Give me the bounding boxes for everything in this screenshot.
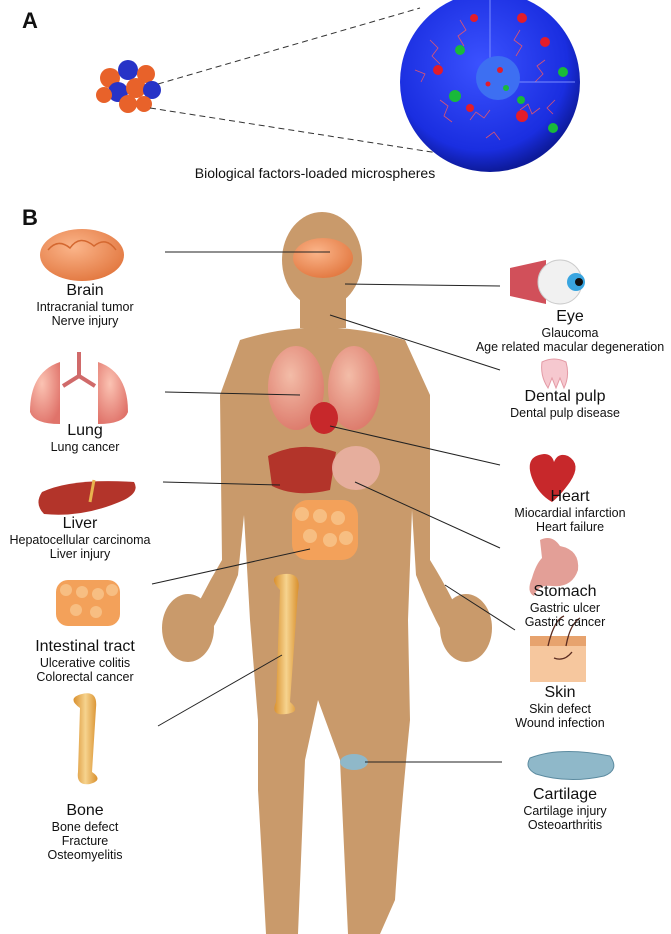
microsphere-caption: Biological factors-loaded microspheres bbox=[194, 165, 436, 181]
intestinal-disease-1: Ulcerative colitis bbox=[39, 656, 131, 670]
eye-icon bbox=[510, 259, 585, 305]
heart-disease-2: Heart failure bbox=[535, 520, 605, 534]
microsphere-large bbox=[400, 0, 580, 172]
lung-disease-1: Lung cancer bbox=[50, 440, 120, 454]
panel-a-label: A bbox=[22, 8, 38, 33]
eye-disease-2: Age related macular degeneration bbox=[475, 340, 665, 354]
body-intestine bbox=[292, 500, 358, 560]
stomach-disease-2: Gastric cancer bbox=[524, 615, 606, 629]
intestinal-name: Intestinal tract bbox=[35, 638, 135, 655]
liver-disease-1: Hepatocellular carcinoma bbox=[9, 533, 151, 547]
intestine-icon bbox=[56, 580, 120, 626]
panel-b-label: B bbox=[22, 205, 38, 230]
liver-name: Liver bbox=[62, 515, 98, 532]
bone-name: Bone bbox=[66, 802, 104, 819]
body-brain bbox=[293, 238, 353, 278]
microsphere-cluster bbox=[96, 60, 161, 113]
bone-disease-3: Osteomyelitis bbox=[47, 848, 123, 862]
body-lungs bbox=[268, 346, 380, 430]
body-femur bbox=[273, 573, 299, 715]
dental-disease-1: Dental pulp disease bbox=[510, 406, 620, 420]
eye-name: Eye bbox=[556, 308, 584, 325]
stomach-label: Stomach Gastric ulcer Gastric cancer bbox=[500, 583, 630, 629]
cartilage-disease-1: Cartilage injury bbox=[523, 804, 607, 818]
human-body bbox=[162, 212, 492, 934]
brain-icon bbox=[40, 229, 124, 281]
liver-disease-2: Liver injury bbox=[49, 547, 111, 561]
lung-name: Lung bbox=[67, 422, 103, 439]
body-heart bbox=[310, 402, 338, 434]
heart-name: Heart bbox=[550, 488, 590, 505]
tooth-icon bbox=[541, 358, 569, 390]
heart-icon bbox=[529, 454, 576, 502]
cartilage-icon bbox=[527, 751, 615, 781]
bone-icon bbox=[73, 693, 98, 785]
skin-disease-2: Wound infection bbox=[515, 716, 605, 730]
body-stomach bbox=[332, 446, 380, 490]
bone-disease-1: Bone defect bbox=[51, 820, 119, 834]
liver-label: Liver Hepatocellular carcinoma Liver inj… bbox=[0, 515, 160, 561]
heart-disease-1: Miocardial infarction bbox=[514, 506, 626, 520]
dental-name: Dental pulp bbox=[524, 388, 606, 405]
stomach-icon bbox=[529, 538, 579, 596]
bone-label: Bone Bone defect Fracture Osteomyelitis bbox=[10, 802, 160, 862]
skin-disease-1: Skin defect bbox=[529, 702, 591, 716]
eye-label: Eye Glaucoma Age related macular degener… bbox=[470, 308, 670, 354]
intestinal-label: Intestinal tract Ulcerative colitis Colo… bbox=[10, 638, 160, 684]
bone-disease-2: Fracture bbox=[61, 834, 109, 848]
stomach-disease-1: Gastric ulcer bbox=[529, 601, 601, 615]
heart-label: Heart Miocardial infarction Heart failur… bbox=[485, 488, 655, 534]
cartilage-disease-2: Osteoarthritis bbox=[527, 818, 603, 832]
cartilage-name: Cartilage bbox=[532, 786, 598, 803]
body-cartilage bbox=[340, 754, 368, 770]
connector-lines bbox=[151, 251, 516, 763]
cartilage-label: Cartilage Cartilage injury Osteoarthriti… bbox=[500, 786, 630, 832]
brain-disease-1: Intracranial tumor bbox=[36, 300, 134, 314]
body-liver bbox=[268, 446, 336, 494]
stomach-name: Stomach bbox=[533, 583, 597, 600]
lung-label: Lung Lung cancer bbox=[10, 422, 160, 454]
brain-label: Brain Intracranial tumor Nerve injury bbox=[10, 282, 160, 328]
eye-disease-1: Glaucoma bbox=[541, 326, 599, 340]
intestinal-disease-2: Colorectal cancer bbox=[36, 670, 134, 684]
dental-label: Dental pulp Dental pulp disease bbox=[490, 388, 640, 420]
liver-icon bbox=[38, 479, 136, 515]
lung-icon bbox=[30, 352, 128, 424]
skin-label: Skin Skin defect Wound infection bbox=[495, 684, 625, 730]
brain-name: Brain bbox=[66, 282, 104, 299]
skin-name: Skin bbox=[544, 684, 576, 701]
brain-disease-2: Nerve injury bbox=[51, 314, 119, 328]
skin-icon bbox=[530, 615, 586, 682]
